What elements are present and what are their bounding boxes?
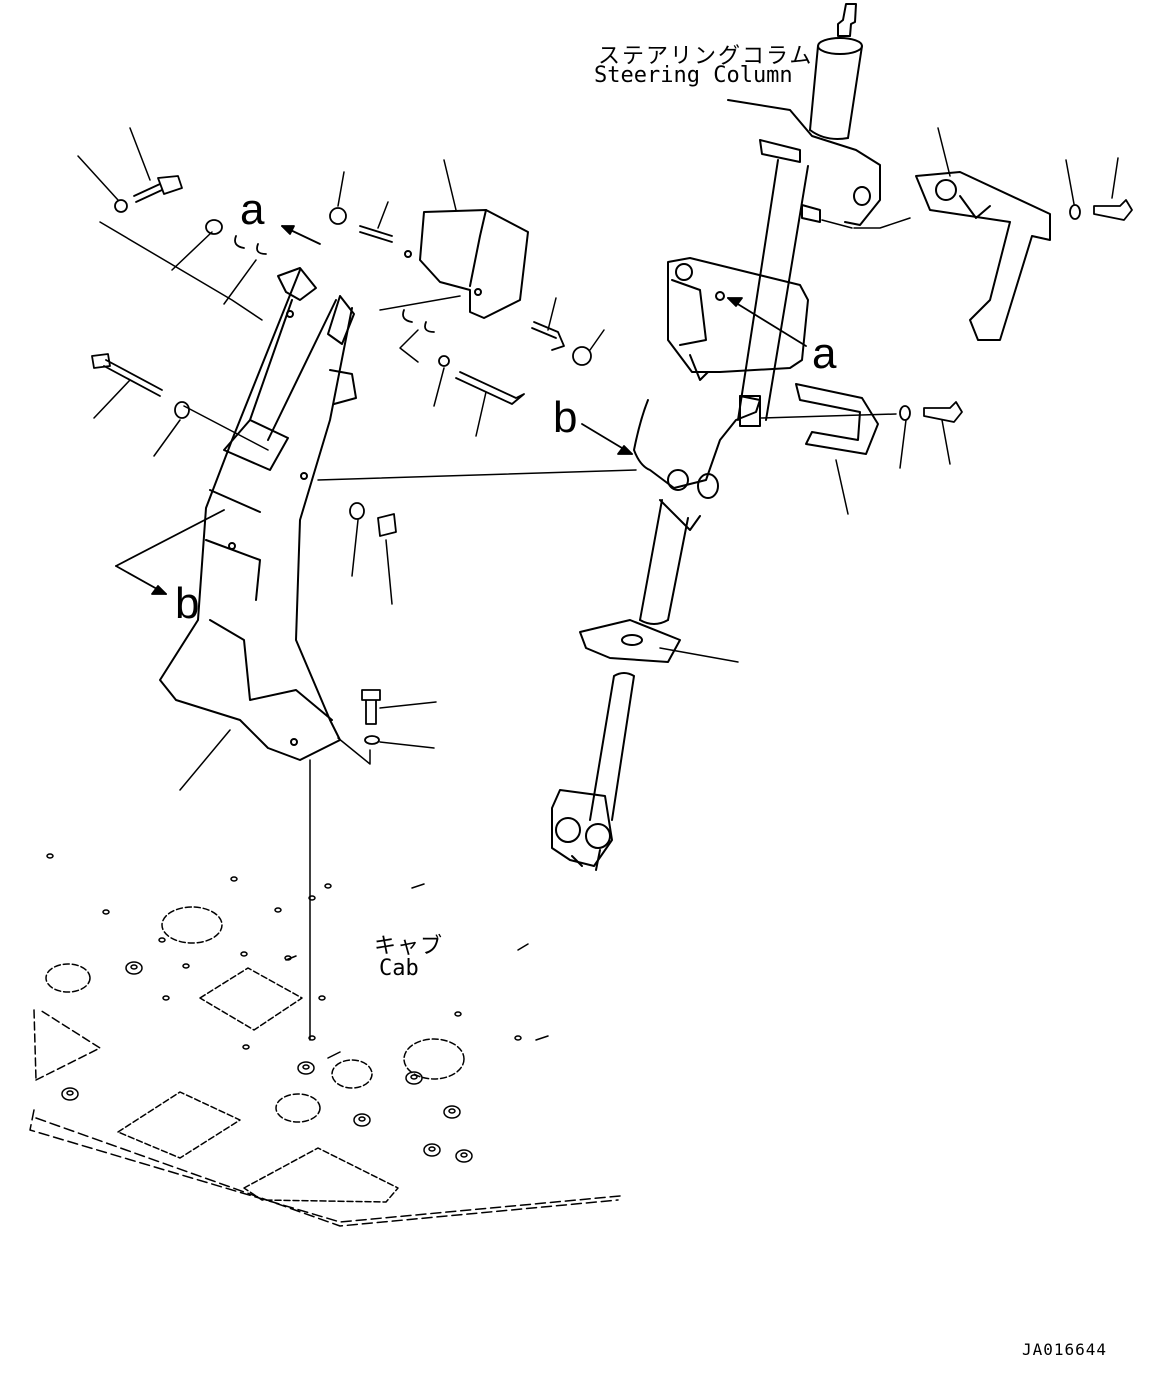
steering-column-label-en: Steering Column xyxy=(594,63,793,88)
small-bracket xyxy=(795,383,879,455)
lever-bracket xyxy=(915,171,1051,341)
cab-floor xyxy=(29,853,621,1227)
cab-label-en: Cab xyxy=(379,956,419,981)
column-stand-bracket xyxy=(159,267,357,761)
cover-plate xyxy=(404,209,529,319)
fasteners xyxy=(91,175,1133,745)
steering-column-label-jp: ステアリングコラム xyxy=(598,44,814,69)
reference-b-bracket: b xyxy=(175,579,200,628)
reference-b-column: b xyxy=(553,393,578,442)
leader-lines xyxy=(77,127,1119,1041)
drawing-id: JA016644 xyxy=(1022,1340,1108,1359)
cab-label-jp: キャブ xyxy=(374,934,444,959)
steering-column xyxy=(551,3,881,871)
reference-a-column: a xyxy=(812,329,837,378)
reference-a-bracket: a xyxy=(240,185,265,234)
reference-arrows xyxy=(115,225,807,595)
